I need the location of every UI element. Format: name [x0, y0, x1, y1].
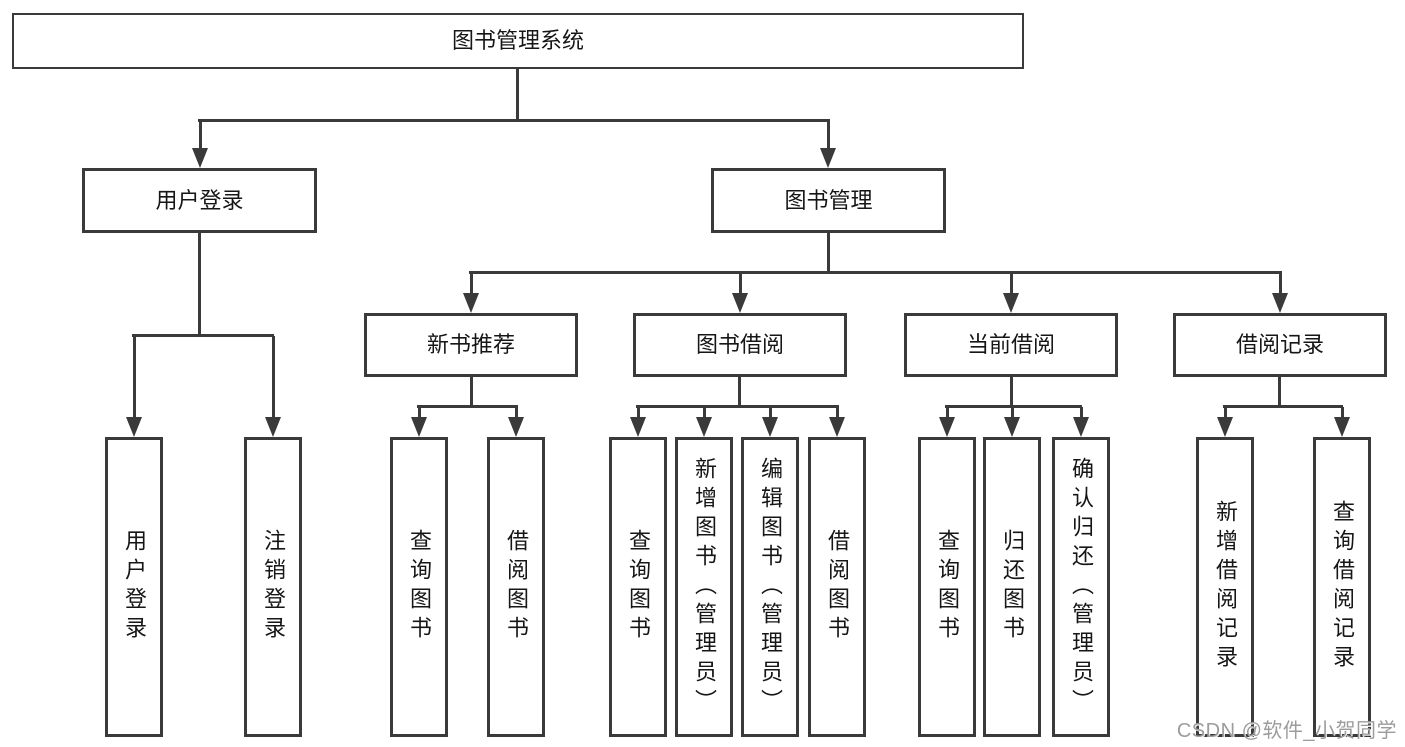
connector-borrow-records-rail [1223, 405, 1343, 408]
leaf-query-borrow-record: 查询借阅记录 [1313, 437, 1371, 737]
connector-arrow-shaft [702, 407, 706, 419]
connector-arrow-shaft [1009, 273, 1013, 297]
arrow-down-icon [126, 417, 142, 437]
arrow-down-icon [1334, 417, 1350, 437]
connector-arrow-shaft [469, 273, 473, 297]
connector-arrow-shaft [636, 407, 640, 419]
arrow-down-icon [732, 293, 748, 313]
arrow-down-icon [820, 148, 836, 168]
arrow-down-icon [411, 417, 427, 437]
connector-current-borrow-rail [945, 405, 1082, 408]
connector-arrow-shaft [198, 120, 202, 150]
arrow-down-icon [192, 148, 208, 168]
arrow-down-icon [1003, 293, 1019, 313]
connector-new-book-stem [470, 377, 473, 407]
arrow-down-icon [1272, 293, 1288, 313]
connector-arrow-shaft [1010, 407, 1014, 419]
node-book-borrow: 图书借阅 [633, 313, 847, 377]
arrow-down-icon [1004, 417, 1020, 437]
leaf-borrow-books-newbook: 借阅图书 [487, 437, 545, 737]
connector-borrow-records-stem [1278, 377, 1281, 407]
arrow-down-icon [829, 417, 845, 437]
leaf-borrow-books: 借阅图书 [808, 437, 866, 737]
leaf-logout: 注销登录 [244, 437, 302, 737]
connector-level3-rail [469, 271, 1282, 274]
connector-current-borrow-stem [1010, 377, 1013, 407]
node-new-book-recommend: 新书推荐 [364, 313, 578, 377]
leaf-edit-books-admin: 编辑图书（管理员） [741, 437, 799, 737]
leaf-user-login: 用户登录 [105, 437, 163, 737]
node-book-management: 图书管理 [711, 168, 946, 233]
arrow-down-icon [265, 417, 281, 437]
leaf-add-books-admin: 新增图书（管理员） [675, 437, 733, 737]
connector-arrow-shaft [1340, 407, 1344, 419]
connector-book-management-stem [827, 233, 830, 274]
connector-book-borrow-stem [738, 377, 741, 407]
connector-arrow-shaft [768, 407, 772, 419]
connector-arrow-shaft [271, 336, 275, 419]
leaf-query-books-current: 查询图书 [918, 437, 976, 737]
arrow-down-icon [939, 417, 955, 437]
leaf-return-books: 归还图书 [983, 437, 1041, 737]
connector-arrow-shaft [1079, 407, 1083, 419]
arrow-down-icon [1073, 417, 1089, 437]
connector-user-login-stem [198, 233, 201, 337]
connector-arrow-shaft [738, 273, 742, 297]
arrow-down-icon [508, 417, 524, 437]
leaf-confirm-return-admin: 确认归还（管理员） [1052, 437, 1110, 737]
connector-arrow-shaft [1278, 273, 1282, 297]
connector-book-borrow-rail [636, 405, 839, 408]
connector-arrow-shaft [514, 407, 518, 419]
watermark: CSDN @软件_小贺同学 [1176, 720, 1397, 742]
node-current-borrow: 当前借阅 [904, 313, 1118, 377]
connector-arrow-shaft [826, 120, 830, 150]
connector-user-login-rail [132, 334, 274, 337]
connector-arrow-shaft [1223, 407, 1227, 419]
leaf-add-borrow-record: 新增借阅记录 [1196, 437, 1254, 737]
arrow-down-icon [1217, 417, 1233, 437]
connector-arrow-shaft [417, 407, 421, 419]
arrow-down-icon [762, 417, 778, 437]
connector-arrow-shaft [132, 336, 136, 419]
connector-level2-rail [198, 119, 830, 122]
leaf-query-books-newbook: 查询图书 [390, 437, 448, 737]
connector-root-stem [516, 69, 519, 122]
connector-new-book-rail [417, 405, 518, 408]
connector-arrow-shaft [835, 407, 839, 419]
node-borrow-records: 借阅记录 [1173, 313, 1387, 377]
node-library-management-system: 图书管理系统 [12, 13, 1024, 69]
node-user-login: 用户登录 [82, 168, 317, 233]
arrow-down-icon [630, 417, 646, 437]
leaf-query-books-borrow: 查询图书 [609, 437, 667, 737]
arrow-down-icon [696, 417, 712, 437]
arrow-down-icon [463, 293, 479, 313]
connector-arrow-shaft [945, 407, 949, 419]
